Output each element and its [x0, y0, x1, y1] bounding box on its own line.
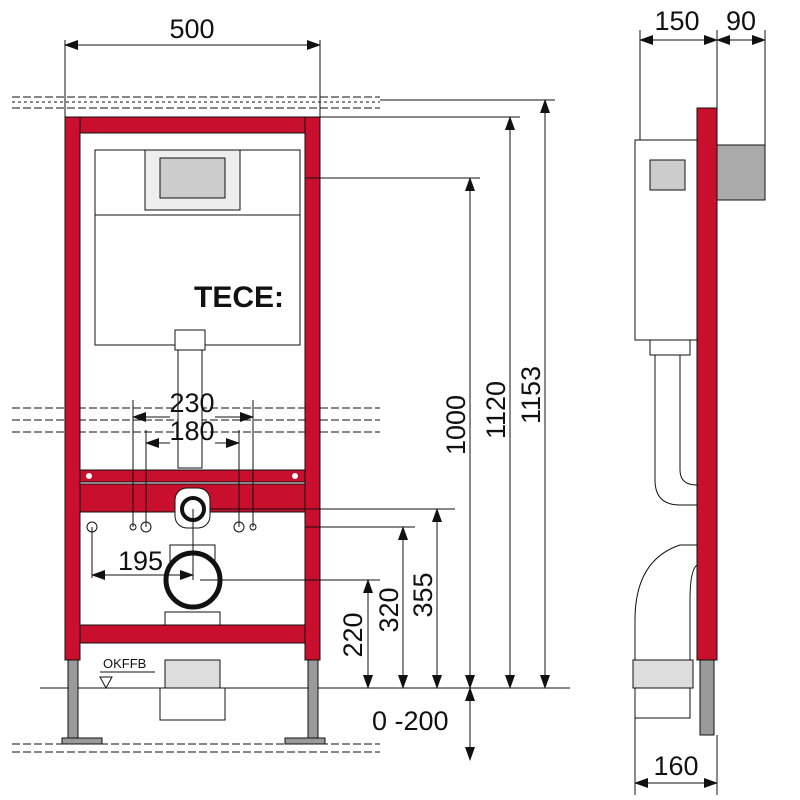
dim-adjust-range: 0 -200	[372, 706, 449, 736]
wall-spacer	[716, 144, 766, 201]
side-drain-bend	[634, 544, 698, 666]
brand-logo: TECE:	[194, 281, 284, 314]
cistern-side	[634, 139, 698, 341]
frame-post-left	[64, 116, 81, 661]
leg-left	[67, 659, 79, 741]
dim-drain-195: 195	[118, 546, 163, 576]
frame-top-bar	[79, 116, 306, 134]
floor-label: OKFFB	[103, 656, 146, 671]
dim-355: 355	[408, 572, 438, 617]
side-dimensions	[634, 30, 766, 795]
dim-depth-150: 150	[654, 6, 699, 36]
vertical-dim-labels: 1153 1120 1000 355 320 220	[338, 366, 546, 658]
dim-1120: 1120	[481, 381, 511, 439]
drain-bend	[164, 659, 221, 689]
side-view	[632, 107, 766, 736]
frame-bottom-bar	[79, 624, 306, 644]
leg-right	[307, 659, 319, 741]
frame-post-right	[304, 116, 321, 661]
dim-320: 320	[374, 587, 404, 632]
dim-bottom-160: 160	[653, 751, 698, 781]
side-frame-post	[696, 107, 718, 661]
front-view: TECE: OKFFB	[61, 116, 326, 745]
flush-pipe	[177, 349, 203, 469]
dim-220: 220	[338, 612, 368, 657]
front-dimensions	[64, 40, 555, 761]
dim-1153: 1153	[516, 366, 546, 424]
dim-1000: 1000	[441, 395, 471, 455]
dim-hole-180: 180	[169, 416, 214, 446]
dim-offset-90: 90	[726, 6, 756, 36]
dim-width: 500	[169, 14, 214, 44]
dim-hole-230: 230	[169, 388, 214, 418]
